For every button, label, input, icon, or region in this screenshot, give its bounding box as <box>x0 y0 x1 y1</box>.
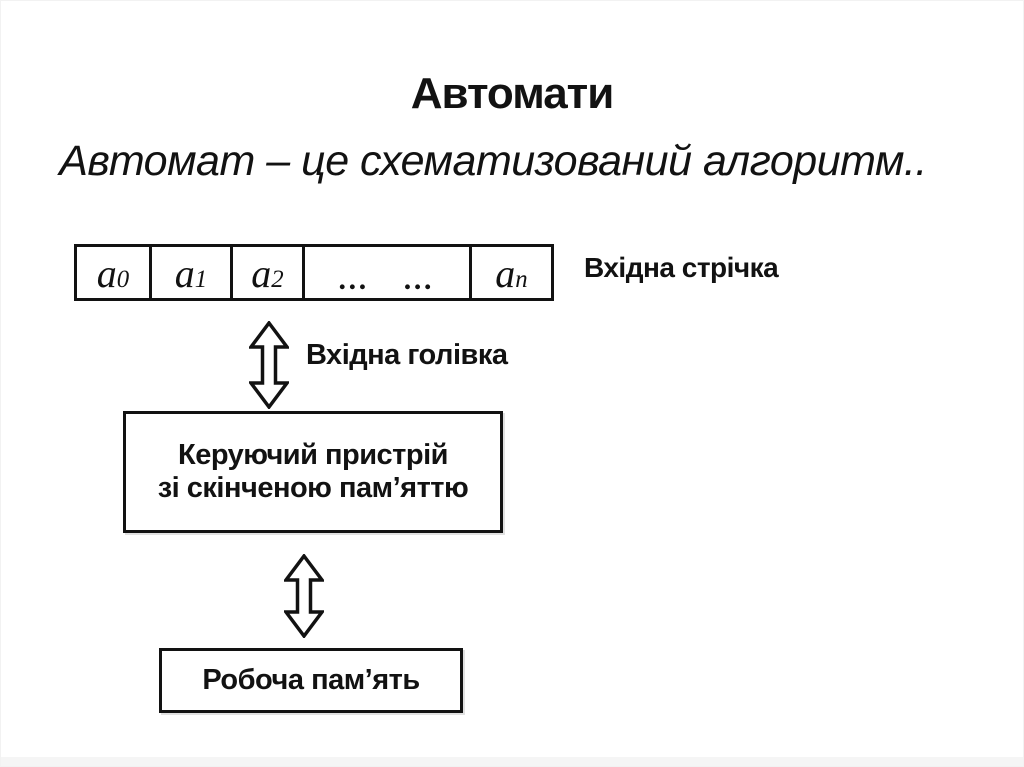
slide-title: Автомати <box>410 69 615 118</box>
tape-symbol-subscript: 0 <box>116 266 130 294</box>
input-head-label: Вхідна голівка <box>306 339 508 371</box>
tape-symbol: a <box>96 250 117 296</box>
ellipsis: … <box>403 262 436 296</box>
ellipsis: … <box>338 262 371 296</box>
tape-cell-ellipsis: … … <box>305 247 472 298</box>
double-arrow-icon <box>249 321 289 409</box>
working-memory-label: Робоча пам’ять <box>202 663 420 696</box>
control-unit-line2: зі скінченою пам’яттю <box>157 472 469 504</box>
double-arrow-icon <box>284 554 324 638</box>
working-memory-box: Робоча пам’ять <box>159 648 463 713</box>
slide-subtitle: Автомат – це схематизований алгоритм.. <box>59 137 927 185</box>
tape-symbol-subscript: 1 <box>194 266 208 294</box>
tape-symbol: a <box>251 250 272 296</box>
tape-symbol-subscript: n <box>515 266 528 294</box>
control-unit-line1: Керуючий пристрій <box>178 438 449 471</box>
tape-symbol: a <box>495 250 516 296</box>
tape-symbol: a <box>174 250 195 296</box>
control-unit-box: Керуючий пристрій зі скінченою пам’яттю <box>123 411 503 533</box>
tape-symbol-subscript: 2 <box>271 266 284 294</box>
input-tape-label: Вхідна стрічка <box>584 252 779 283</box>
slide-bottom-edge <box>1 757 1023 766</box>
